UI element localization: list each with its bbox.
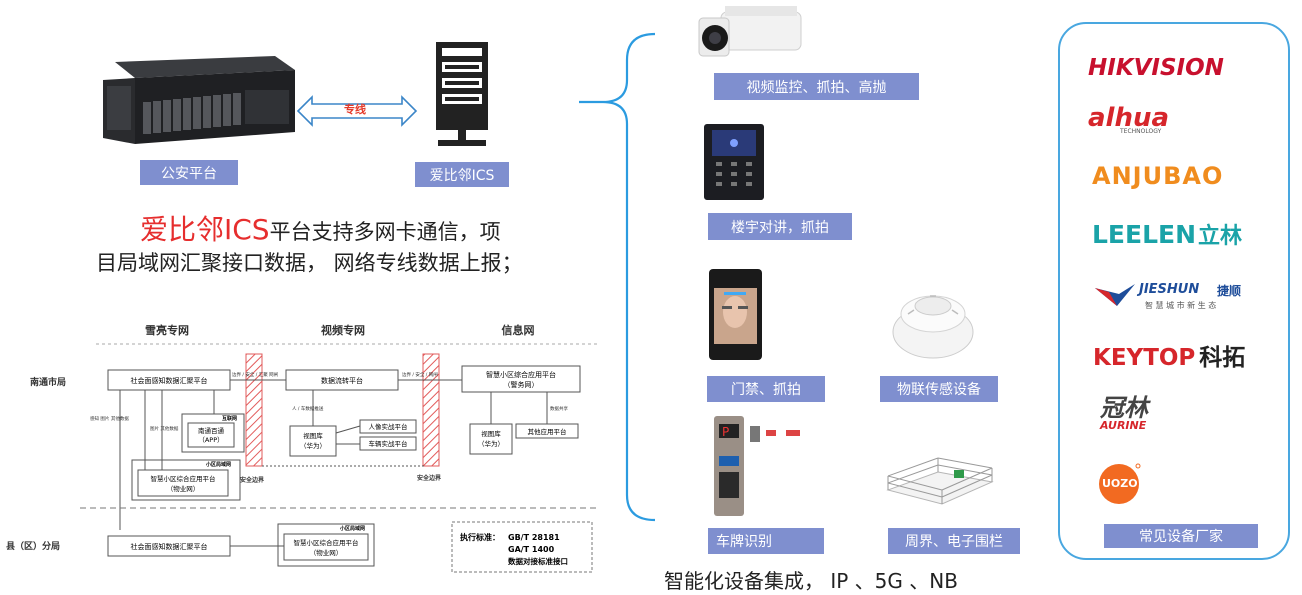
- standard-2: GA/T 1400: [508, 545, 555, 554]
- boundary-note-1: 边界 / 安全 / 汇聚 网闸: [232, 371, 279, 378]
- info-note: 数据共享: [550, 405, 568, 412]
- info-lib-sub: （华为）: [478, 439, 504, 448]
- plate-gate-image: P: [710, 412, 802, 518]
- internet-label: 互联网: [222, 415, 237, 422]
- standard-3: 数据对接标准接口: [508, 556, 568, 566]
- row-label-county: 县（区）分局: [6, 540, 60, 552]
- info-lib: 视图库: [481, 429, 501, 438]
- nantong-app: 南通百通: [198, 426, 225, 435]
- safety-border-1: [245, 353, 263, 467]
- headline-line2: 目局域网汇聚接口数据， 网络专线数据上报；: [96, 251, 523, 275]
- community-platform-box: [137, 469, 229, 497]
- standard-label: 执行标准：: [460, 532, 500, 542]
- intercom-label: 楼宇对讲，抓拍: [708, 213, 852, 240]
- county-social: 社会面感知数据汇聚平台: [131, 542, 208, 551]
- video-lib-box: [289, 425, 337, 457]
- community-platform-sub: （物业网）: [167, 484, 200, 493]
- keytop-cn: 科拓: [1199, 345, 1246, 371]
- smart-community-sub: （警务网）: [504, 380, 539, 389]
- video-lib-sub: （华为）: [300, 441, 326, 450]
- county-community-box: [283, 533, 369, 561]
- smart-community: 智慧小区综合应用平台: [486, 370, 556, 379]
- face-lib: 人像实战平台: [369, 422, 408, 431]
- community-lan: 小区局域网: [206, 461, 231, 468]
- intercom-image: [702, 122, 766, 202]
- hikvision-logo: HIKVISION: [1088, 55, 1224, 81]
- dedicated-line-arrow: [296, 94, 418, 128]
- smoke-sensor-image: [890, 284, 976, 364]
- bullet-camera-image: [695, 6, 805, 68]
- device-brace: [575, 30, 660, 525]
- anjubao-logo: ANJUBAO: [1092, 162, 1224, 190]
- video-lib: 视图库: [303, 431, 323, 440]
- boundary-note-2: 边界 / 安全 / 网闸: [402, 371, 438, 378]
- jieshun-cn: 捷顺: [1217, 284, 1242, 298]
- data-note-2: 图片 其他数据: [150, 425, 179, 432]
- standard-1: GB/T 28181: [508, 533, 560, 542]
- face-access-terminal-image: [708, 268, 763, 361]
- county-community-sub: （物业网）: [310, 548, 343, 557]
- other-app: 其他应用平台: [528, 427, 567, 436]
- ics-platform-label: 爱比邻ICS: [415, 162, 509, 187]
- info-lib-box: [469, 423, 513, 455]
- aurine-cn: 冠林: [1100, 393, 1148, 422]
- data-note-1: 感知 图片 其他数据: [90, 415, 129, 422]
- county-lan: 小区局域网: [340, 525, 365, 532]
- county-community: 智慧小区综合应用平台: [294, 538, 359, 547]
- iot-label: 物联传感设备: [880, 376, 998, 402]
- aurine-logo: 冠林 AURINE: [1100, 388, 1148, 432]
- jieshun-text: JIESHUN: [1139, 282, 1200, 297]
- dedicated-line-label: 专线: [344, 103, 366, 116]
- community-platform: 智慧小区综合应用平台: [151, 474, 216, 483]
- jieshun-sub: 智 慧 城 市 新 生 态: [1145, 301, 1217, 310]
- safety-border-label-1: 安全边界: [240, 476, 265, 484]
- image-note: 人 / 车数据推送: [292, 405, 324, 412]
- uozo-logo: UOZO: [1098, 460, 1144, 506]
- leelen-cn: 立林: [1198, 224, 1243, 249]
- dahua-logo: alhua TECHNOLOGY: [1088, 103, 1169, 135]
- video-stream: 数据流转平台: [321, 376, 363, 385]
- jieshun-mark-icon: [1095, 284, 1135, 306]
- access-label: 门禁、抓拍: [707, 376, 825, 402]
- leelen-logo: LEELEN立林: [1092, 218, 1242, 250]
- nantong-app-sub: （APP）: [198, 436, 223, 444]
- police-server-image: [95, 52, 300, 147]
- headline-line1: 平台支持多网卡通信，项: [269, 220, 501, 244]
- headline-highlight: 爱比邻ICS: [140, 213, 270, 246]
- keytop-text: KEYTOP: [1093, 345, 1196, 371]
- headline: 爱比邻ICS平台支持多网卡通信，项: [140, 215, 501, 247]
- svg-text:P: P: [722, 425, 729, 439]
- fence-label: 周界、电子围栏: [888, 528, 1020, 554]
- smart-community-box: [461, 365, 581, 393]
- police-platform-label: 公安平台: [140, 160, 238, 185]
- ics-server-icon: [428, 40, 498, 150]
- vendor-panel: [1058, 22, 1290, 560]
- dahua-text: alhua: [1088, 103, 1170, 133]
- aurine-text: AURINE: [1100, 419, 1147, 432]
- camera-label: 视频监控、抓拍、高抛: [714, 73, 919, 100]
- nantong-app-box: [187, 422, 235, 448]
- integration-caption: 智能化设备集成， IP 、5G 、NB: [664, 569, 958, 593]
- electronic-fence-image: [884, 450, 996, 510]
- dahua-sub: TECHNOLOGY: [1120, 128, 1162, 135]
- col-header-video: 视频专网: [321, 323, 365, 337]
- col-header-snow: 雪亮专网: [145, 323, 189, 337]
- plate-label: 车牌识别: [708, 528, 824, 554]
- hikvision-text: HIKVISION: [1088, 55, 1224, 81]
- car-lib: 车辆实战平台: [369, 439, 408, 448]
- safety-border-2: [422, 353, 440, 467]
- city-social-platform: 社会面感知数据汇聚平台: [131, 376, 208, 385]
- vendor-title: 常见设备厂家: [1104, 524, 1258, 548]
- leelen-text: LEELEN: [1092, 220, 1197, 249]
- safety-border-label-2: 安全边界: [417, 474, 442, 482]
- row-label-city: 南通市局: [30, 376, 66, 388]
- network-topology-diagram: 雪亮专网 视频专网 信息网 南通市局 县（区）分局 安全边界 安全边界 社会面感…: [6, 323, 600, 573]
- col-header-info: 信息网: [502, 323, 535, 337]
- standard-box: [451, 521, 593, 573]
- uozo-text: UOZO: [1102, 477, 1138, 490]
